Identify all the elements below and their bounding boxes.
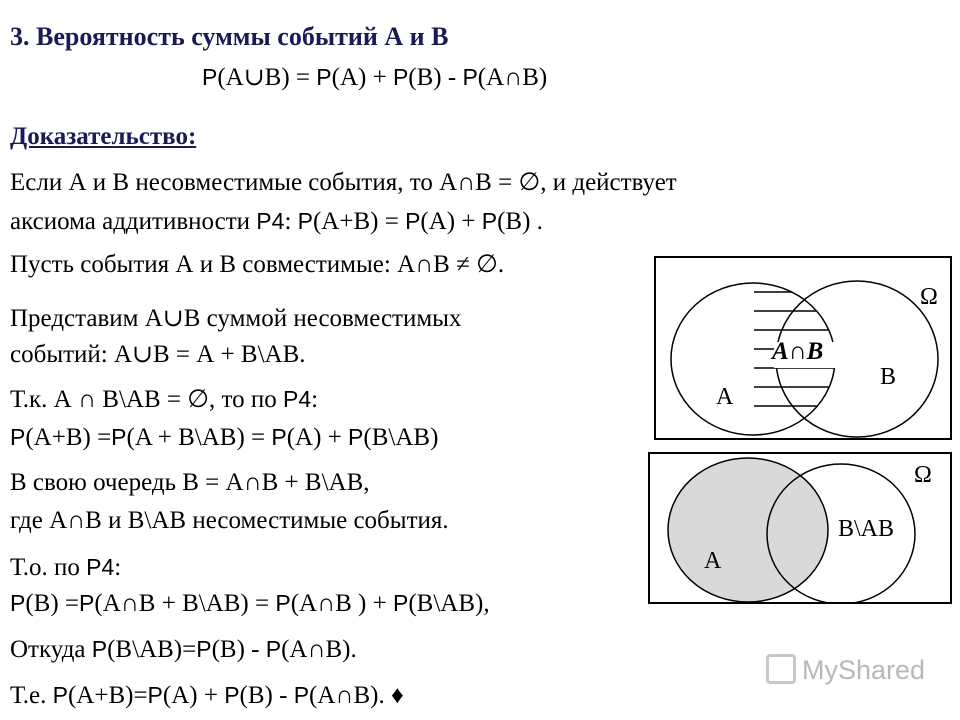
- myshared-logo-icon: [766, 654, 796, 684]
- circle-b: [766, 463, 916, 604]
- proof-line-10: Т.о. по Р4:: [10, 554, 122, 581]
- proof-line-9: где А∩В и В\АВ несоместимые события.: [10, 507, 449, 534]
- proof-line-12: Откуда Р(B\AB)=Р(B) - Р(A∩B).: [10, 636, 357, 663]
- proof-line-5: событий: А∪В = А + В\АВ.: [10, 341, 306, 368]
- label-a: A: [716, 384, 734, 410]
- proof-line-3: Пусть события А и В совместимые: А∩В ≠ ∅…: [10, 251, 505, 278]
- label-a-2: A: [704, 548, 722, 574]
- main-formula: P(A∪B) = P(A) + P(B) - P(A∩B): [202, 64, 548, 91]
- label-a-intersect-b: A∩B: [772, 338, 824, 365]
- proof-line-7: Р(A+B) =Р(A + B\AB) = Р(A) + Р(B\AB): [10, 424, 439, 451]
- proof-line-8: В свою очередь В = А∩В + В\АВ,: [10, 469, 370, 496]
- proof-line-2: аксиома аддитивности Р4: Р(A+B) = Р(A) +…: [10, 208, 543, 235]
- proof-line-6: Т.к. А ∩ В\АВ = ∅, то по Р4:: [10, 386, 319, 413]
- slide-title: 3. Вероятность суммы событий А и В: [10, 22, 449, 51]
- proof-line-4: Представим А∪В суммой несовместимых: [10, 305, 462, 332]
- label-omega: Ω: [920, 284, 938, 310]
- watermark: MyShared: [766, 654, 925, 686]
- proof-heading: Доказательство:: [10, 123, 197, 150]
- venn-diagram-decomposition: [648, 452, 952, 604]
- label-omega-2: Ω: [914, 462, 932, 488]
- proof-line-13: Т.е. Р(A+B)=Р(A) + Р(B) - Р(A∩B). ♦: [10, 682, 404, 709]
- proof-line-1: Если А и В несовместимые события, то А∩В…: [10, 169, 677, 196]
- label-b-minus-ab: B\AB: [838, 516, 895, 542]
- label-b: B: [880, 364, 897, 390]
- venn-decomposition-svg: [667, 457, 916, 604]
- circle-a-shaded: [667, 457, 829, 603]
- venn-intersection-svg: [670, 280, 939, 438]
- proof-line-11: Р(B) =Р(A∩B + B\AB) = Р(A∩B ) + Р(B\AB),: [10, 590, 490, 617]
- venn-diagram-intersection: [654, 256, 952, 440]
